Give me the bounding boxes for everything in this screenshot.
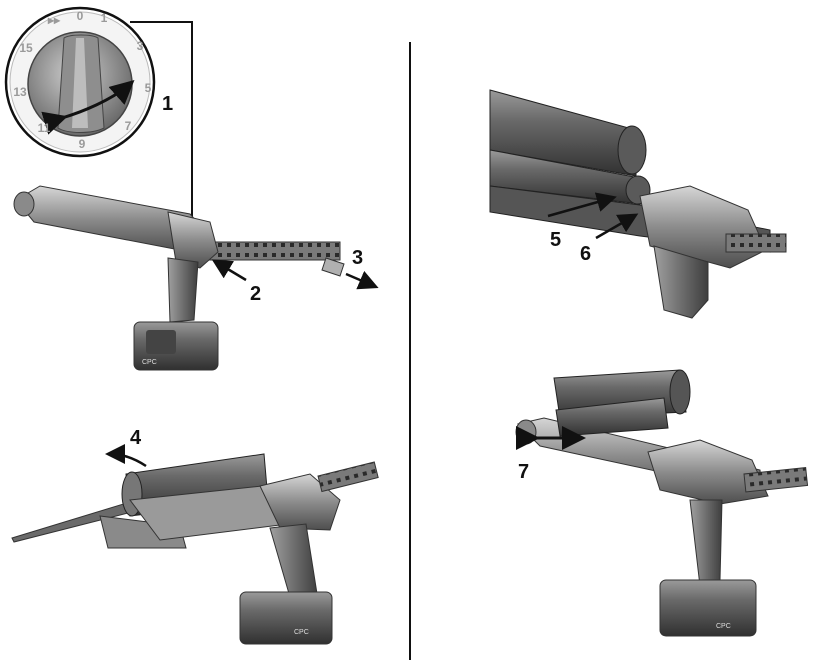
step-number-6: 6 xyxy=(580,243,591,265)
step-number-5: 5 xyxy=(550,229,561,251)
battery-badge-2: CPC xyxy=(294,629,309,636)
speed-dial-detail: 0 1 3 5 7 9 11 13 15 ▸▸ xyxy=(4,6,156,158)
arrow-5 xyxy=(547,192,617,218)
dial-label-7: 7 xyxy=(125,119,132,133)
dial-leader-line xyxy=(130,21,193,226)
dial-label-9: 9 xyxy=(79,137,86,151)
dial-label-11: 11 xyxy=(38,121,51,135)
arrow-2 xyxy=(211,259,247,282)
step-number-1: 1 xyxy=(162,93,173,115)
arrow-3 xyxy=(345,270,379,290)
cartridge-insert-closeup xyxy=(489,89,787,319)
dial-label-0: 0 xyxy=(77,9,84,23)
step-number-3: 3 xyxy=(352,247,363,269)
dial-label-3: 3 xyxy=(137,39,144,53)
dispenser-single-cartridge: CPC xyxy=(11,453,379,645)
step-number-2: 2 xyxy=(250,283,261,305)
battery-badge-3: CPC xyxy=(716,623,731,630)
dial-label-1: 1 xyxy=(101,11,108,25)
arrow-6 xyxy=(595,213,639,240)
arrow-4 xyxy=(105,444,147,468)
dial-label-15: 15 xyxy=(19,41,33,55)
dial-label-fast: ▸▸ xyxy=(47,13,61,27)
dial-label-5: 5 xyxy=(145,81,152,95)
step-number-4: 4 xyxy=(130,427,142,449)
battery-badge-1: CPC xyxy=(142,359,157,366)
rotate-arrow xyxy=(41,80,135,135)
step-number-7: 7 xyxy=(518,461,529,483)
dispenser-tool-rack-extended: CPC xyxy=(13,185,345,371)
dispenser-dual-cartridge: CPC xyxy=(515,369,809,637)
dial-label-13: 13 xyxy=(13,85,27,99)
